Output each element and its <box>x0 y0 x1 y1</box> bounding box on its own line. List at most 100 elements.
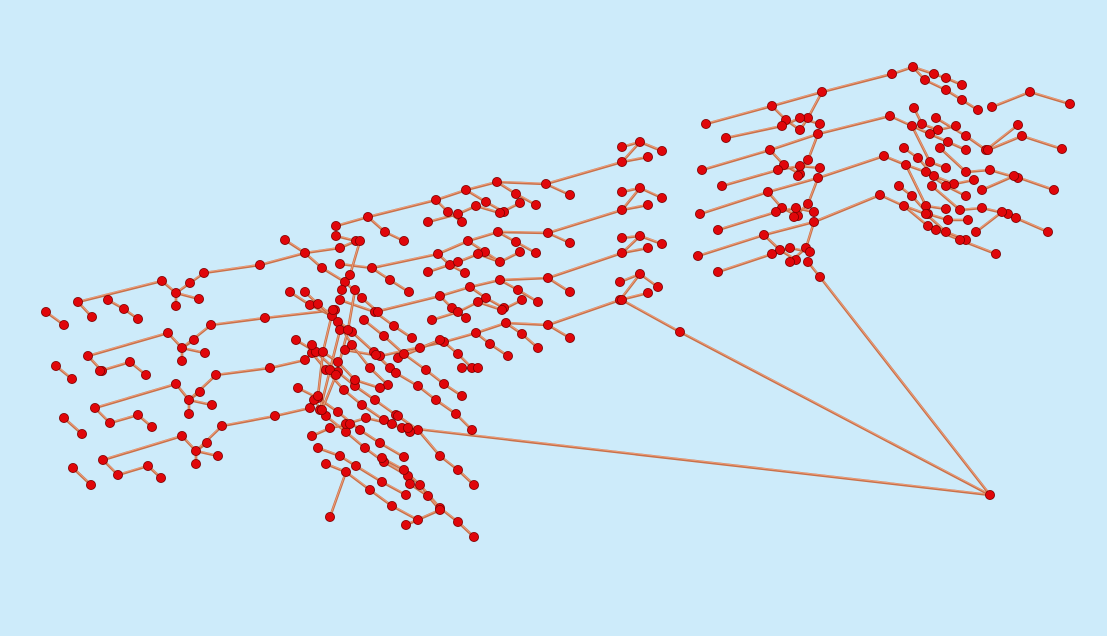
circle-node-icon[interactable] <box>290 334 301 345</box>
circle-node-icon[interactable] <box>795 160 806 171</box>
circle-node-icon[interactable] <box>386 418 397 429</box>
circle-node-icon[interactable] <box>494 274 505 285</box>
circle-node-icon[interactable] <box>340 466 351 477</box>
circle-node-icon[interactable] <box>412 515 423 526</box>
circle-node-icon[interactable] <box>765 144 776 155</box>
circle-node-icon[interactable] <box>462 235 473 246</box>
circle-node-icon[interactable] <box>392 410 403 421</box>
circle-node-icon[interactable] <box>1011 212 1022 223</box>
circle-node-icon[interactable] <box>983 144 994 155</box>
circle-node-icon[interactable] <box>675 326 686 337</box>
circle-node-icon[interactable] <box>316 404 327 415</box>
circle-node-icon[interactable] <box>460 184 471 195</box>
circle-node-icon[interactable] <box>803 198 814 209</box>
circle-node-icon[interactable] <box>617 204 628 215</box>
circle-node-icon[interactable] <box>464 281 475 292</box>
circle-node-icon[interactable] <box>805 246 816 257</box>
circle-node-icon[interactable] <box>617 247 628 258</box>
circle-node-icon[interactable] <box>515 246 526 257</box>
circle-node-icon[interactable] <box>404 478 415 489</box>
circle-node-icon[interactable] <box>384 274 395 285</box>
circle-node-icon[interactable] <box>77 428 88 439</box>
circle-node-icon[interactable] <box>813 172 824 183</box>
circle-node-icon[interactable] <box>216 420 227 431</box>
circle-node-icon[interactable] <box>885 111 896 122</box>
circle-node-icon[interactable] <box>422 266 433 277</box>
circle-node-icon[interactable] <box>701 119 712 130</box>
circle-node-icon[interactable] <box>643 199 654 210</box>
circle-node-icon[interactable] <box>190 458 201 469</box>
circle-node-icon[interactable] <box>422 490 433 501</box>
circle-node-icon[interactable] <box>414 479 425 490</box>
circle-node-icon[interactable] <box>466 424 477 435</box>
circle-node-icon[interactable] <box>803 256 814 267</box>
circle-node-icon[interactable] <box>400 489 411 500</box>
circle-node-icon[interactable] <box>364 362 375 373</box>
circle-node-icon[interactable] <box>332 406 343 417</box>
circle-node-icon[interactable] <box>515 197 526 208</box>
circle-node-icon[interactable] <box>943 136 954 147</box>
circle-node-icon[interactable] <box>312 442 323 453</box>
circle-node-icon[interactable] <box>402 422 413 433</box>
circle-node-icon[interactable] <box>312 390 323 401</box>
circle-node-icon[interactable] <box>491 176 502 187</box>
circle-node-icon[interactable] <box>412 380 423 391</box>
circle-node-icon[interactable] <box>83 350 94 361</box>
circle-node-icon[interactable] <box>795 125 806 136</box>
circle-node-icon[interactable] <box>193 293 204 304</box>
circle-node-icon[interactable] <box>155 472 166 483</box>
circle-node-icon[interactable] <box>201 437 212 448</box>
circle-node-icon[interactable] <box>817 87 828 98</box>
circle-node-icon[interactable] <box>997 206 1008 217</box>
circle-node-icon[interactable] <box>317 346 328 357</box>
circle-node-icon[interactable] <box>372 306 383 317</box>
circle-node-icon[interactable] <box>1057 143 1068 154</box>
circle-node-icon[interactable] <box>342 324 353 335</box>
circle-node-icon[interactable] <box>809 206 820 217</box>
circle-node-icon[interactable] <box>330 230 341 241</box>
circle-node-icon[interactable] <box>264 362 275 373</box>
circle-node-icon[interactable] <box>324 422 335 433</box>
circle-node-icon[interactable] <box>500 317 511 328</box>
circle-node-icon[interactable] <box>492 226 503 237</box>
circle-node-icon[interactable] <box>456 362 467 373</box>
circle-node-icon[interactable] <box>103 294 114 305</box>
circle-node-icon[interactable] <box>370 349 381 360</box>
circle-node-icon[interactable] <box>941 180 952 191</box>
circle-node-icon[interactable] <box>212 450 223 461</box>
circle-node-icon[interactable] <box>657 192 668 203</box>
circle-node-icon[interactable] <box>356 399 367 410</box>
circle-node-icon[interactable] <box>480 292 491 303</box>
circle-node-icon[interactable] <box>140 369 151 380</box>
circle-node-icon[interactable] <box>334 258 345 269</box>
circle-node-icon[interactable] <box>450 408 461 419</box>
circle-node-icon[interactable] <box>67 373 78 384</box>
circle-node-icon[interactable] <box>146 421 157 432</box>
circle-node-icon[interactable] <box>1065 99 1076 110</box>
circle-node-icon[interactable] <box>721 132 732 143</box>
circle-node-icon[interactable] <box>987 102 998 113</box>
circle-node-icon[interactable] <box>887 69 898 80</box>
circle-node-icon[interactable] <box>304 402 315 413</box>
circle-node-icon[interactable] <box>693 250 704 261</box>
circle-node-icon[interactable] <box>617 141 628 152</box>
circle-node-icon[interactable] <box>513 284 524 295</box>
circle-node-icon[interactable] <box>1013 120 1024 131</box>
circle-node-icon[interactable] <box>565 332 576 343</box>
circle-node-icon[interactable] <box>459 267 470 278</box>
circle-node-icon[interactable] <box>929 69 940 80</box>
circle-node-icon[interactable] <box>985 489 996 500</box>
circle-node-icon[interactable] <box>376 452 387 463</box>
circle-node-icon[interactable] <box>398 235 409 246</box>
circle-node-icon[interactable] <box>330 369 341 380</box>
circle-node-icon[interactable] <box>199 347 210 358</box>
circle-node-icon[interactable] <box>414 342 425 353</box>
circle-node-icon[interactable] <box>378 330 389 341</box>
circle-node-icon[interactable] <box>324 512 335 523</box>
circle-node-icon[interactable] <box>767 101 778 112</box>
circle-node-icon[interactable] <box>299 286 310 297</box>
circle-node-icon[interactable] <box>533 342 544 353</box>
circle-node-icon[interactable] <box>59 319 70 330</box>
circle-node-icon[interactable] <box>184 277 195 288</box>
circle-node-icon[interactable] <box>925 156 936 167</box>
